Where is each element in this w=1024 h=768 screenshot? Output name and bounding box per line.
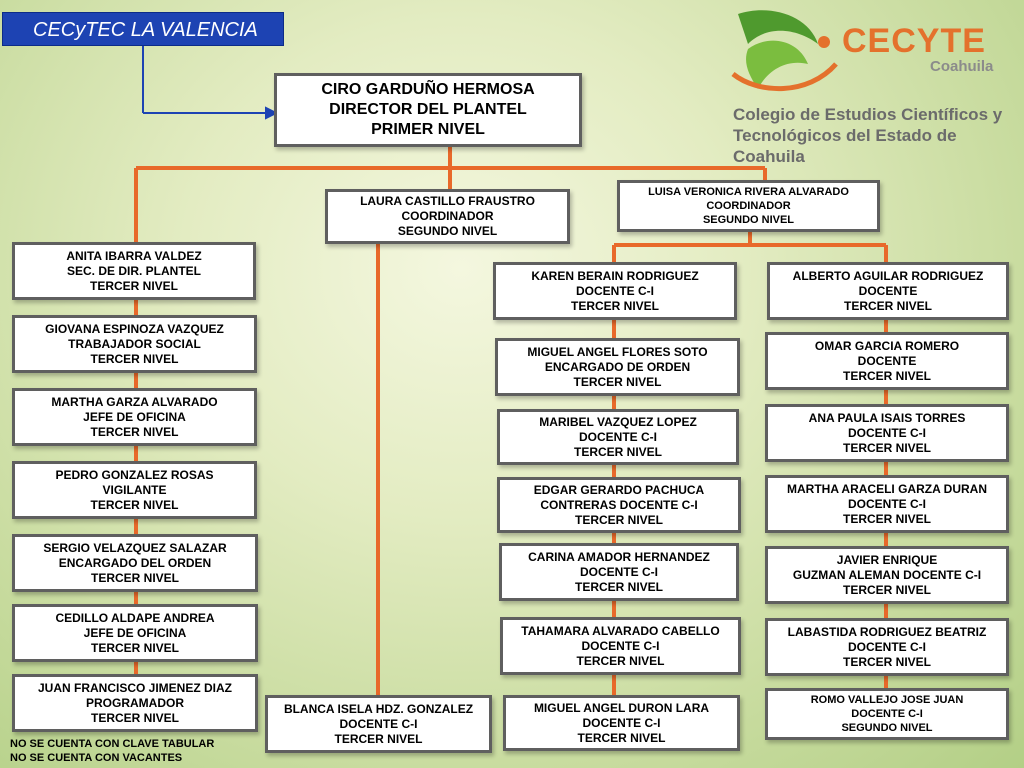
logo-state: Coahuila — [930, 58, 994, 75]
cecyte-logo-icon — [731, 10, 838, 91]
note-tabular: NO SE CUENTA CON CLAVE TABULAR — [10, 738, 215, 750]
note-vacantes: NO SE CUENTA CON VACANTES — [10, 752, 183, 764]
logo-brand: CECYTE — [842, 22, 986, 60]
page-title: CECyTEC LA VALENCIA — [2, 12, 284, 46]
college-name: Colegio de Estudios Científicos y Tecnol… — [733, 105, 1003, 166]
